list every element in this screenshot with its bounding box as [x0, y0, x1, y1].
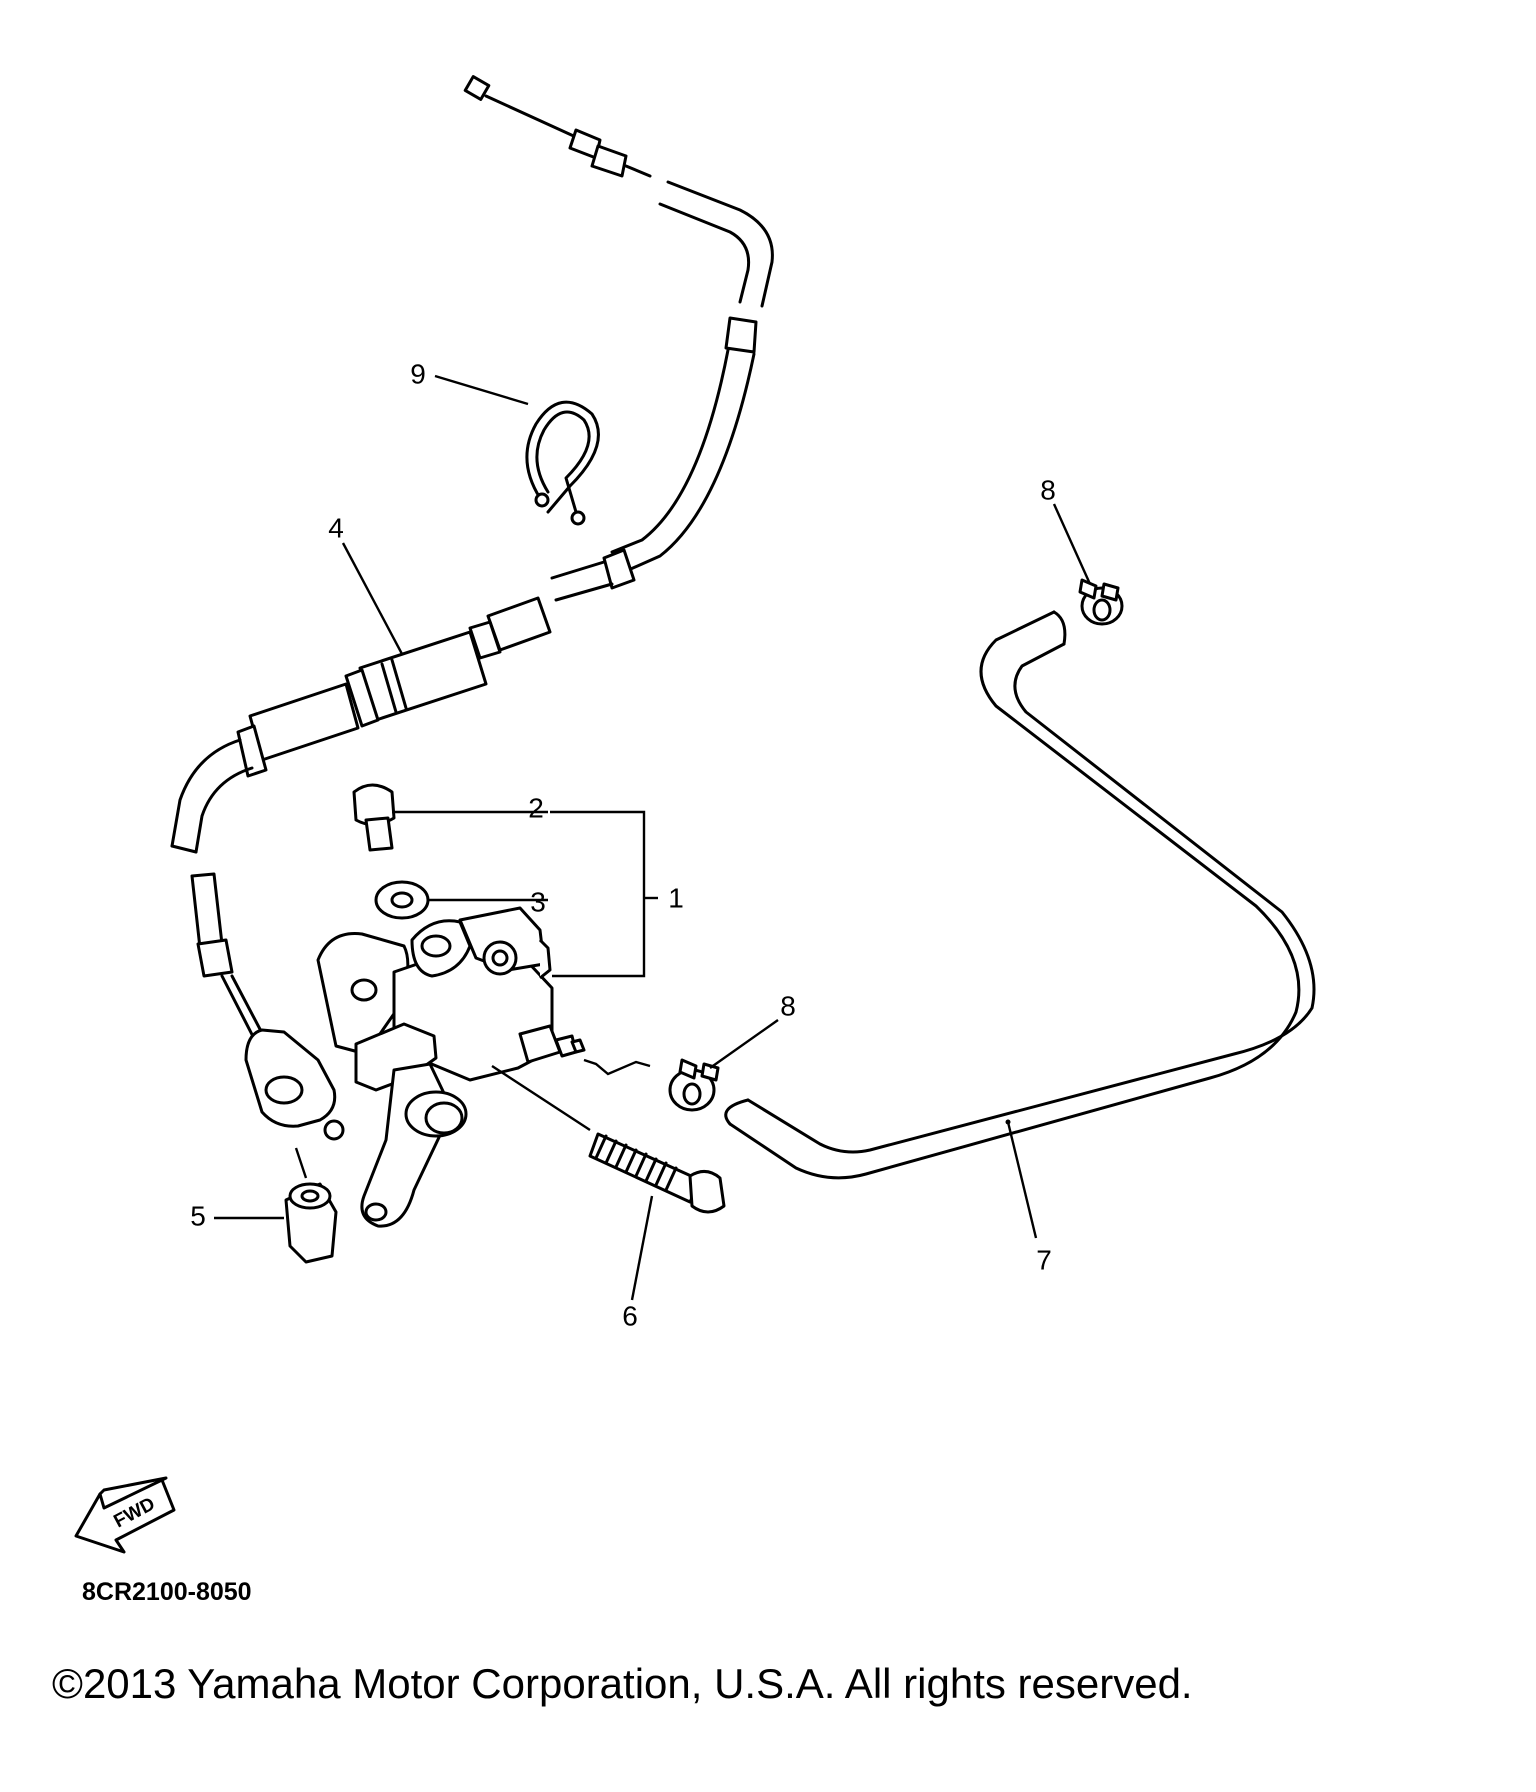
- cable-adjuster-barrel: [358, 630, 488, 722]
- pump-outlet-body: [518, 1024, 562, 1064]
- bleed-gasket-hole: [390, 891, 414, 909]
- diagram-code: 8CR2100-8050: [82, 1578, 252, 1606]
- hose-bottom-end: [724, 1098, 750, 1126]
- hose-clip-lower-tab-1: [678, 1058, 698, 1080]
- callout-9: 9: [410, 358, 426, 389]
- cable-wire-mid: [550, 560, 614, 602]
- cable-lower-adjuster: [190, 872, 224, 950]
- hose-clip-lower-bore: [682, 1082, 702, 1106]
- pump-outlet-nipple: [570, 1038, 586, 1054]
- mounting-bolt-shank: [588, 1132, 702, 1204]
- cable-band-end-left: [534, 492, 550, 508]
- pump-stud: [323, 1119, 345, 1141]
- callout-2: 2: [528, 792, 544, 823]
- cable-sheath-low-outer: [170, 738, 242, 848]
- callout-5: 5: [190, 1200, 206, 1231]
- callout-labels: 1 2 3 4 5 6 7 8 8 9: [190, 358, 1056, 1331]
- hose-clip-upper-bore: [1092, 598, 1112, 622]
- callout-1: 1: [668, 882, 684, 913]
- cable-sheath-low-inner: [194, 766, 254, 854]
- cable-top-stub: [624, 164, 652, 178]
- hose-clip-upper-tab-1: [1078, 578, 1098, 600]
- callout-3: 3: [530, 886, 546, 917]
- fwd-arrow: FWD: [74, 1476, 176, 1554]
- assembly-guide-lines: [294, 1058, 651, 1179]
- callout-leaders: [214, 374, 1092, 1301]
- callout-8-upper: 8: [1040, 474, 1056, 505]
- fwd-arrow-shape: [74, 1478, 176, 1554]
- hose-inner-edge: [746, 642, 1316, 1154]
- oil-pump-assembly[interactable]: [244, 906, 586, 1228]
- guide-nut-axis: [294, 1147, 308, 1179]
- leader-8b: [709, 1019, 779, 1069]
- pump-bleed-port: [420, 934, 452, 958]
- mounting-bolt[interactable]: [588, 1132, 726, 1214]
- cable-adjuster-collar: [468, 620, 502, 660]
- cable-sheath-top-outer: [666, 180, 774, 308]
- leader-4: [341, 542, 404, 655]
- oil-delivery-hose[interactable]: [724, 610, 1316, 1180]
- bleed-bolt[interactable]: [352, 783, 396, 852]
- cable-adjuster-groove-1: [380, 662, 398, 714]
- leader-6: [630, 1195, 654, 1301]
- leader-9: [434, 374, 529, 406]
- cable-inner-wire-top: [484, 94, 580, 140]
- callout-4: 4: [328, 512, 344, 543]
- cable-sheath-top-inner: [658, 202, 751, 304]
- leader-7: [1006, 1121, 1038, 1239]
- copyright-notice: ©2013 Yamaha Motor Corporation, U.S.A. A…: [52, 1660, 1193, 1707]
- cable-adjuster-groove-2: [390, 658, 408, 710]
- pump-lever-pivot-cap: [424, 1101, 464, 1135]
- cable-adjuster-body: [590, 144, 628, 178]
- cable-band[interactable]: [525, 400, 600, 526]
- hose-clip-upper[interactable]: [1078, 578, 1124, 626]
- mounting-bolt-head: [688, 1170, 726, 1214]
- pump-inlet-hole: [491, 949, 509, 967]
- bleed-gasket[interactable]: [374, 880, 430, 920]
- hose-clip-upper-tab-2: [1100, 582, 1120, 602]
- pump-plate-hole: [264, 1075, 304, 1105]
- cable-end-nipple: [463, 75, 491, 101]
- guide-bolt-axis: [491, 1064, 591, 1132]
- cable-sheath-ferrule: [724, 316, 758, 354]
- guide-outlet-to-clip: [583, 1058, 651, 1076]
- hose-clip-lower-tab-2: [700, 1062, 720, 1082]
- mounting-bolt-thread: [594, 1134, 678, 1192]
- cable-lower-ferrule: [236, 724, 268, 778]
- cable-sheath-mid-outer: [622, 352, 756, 574]
- nut-hole: [300, 1189, 320, 1203]
- hose-top-end: [1052, 610, 1067, 646]
- callout-7: 7: [1036, 1244, 1052, 1275]
- hose-outer-edge: [728, 610, 1301, 1180]
- callout-6: 6: [622, 1300, 638, 1331]
- cable-band-loop-outer: [525, 400, 600, 514]
- callout-8-lower: 8: [780, 990, 796, 1021]
- bleed-bolt-shank: [364, 816, 394, 852]
- cable-sheath-mid-ferrule: [602, 548, 636, 590]
- cable-lower-nut: [196, 938, 234, 978]
- hose-clip-lower[interactable]: [668, 1058, 720, 1112]
- leader-1-bracket: [550, 810, 646, 978]
- pump-cable[interactable]: [170, 75, 774, 1070]
- cable-lower-sleeve: [248, 682, 360, 762]
- nut[interactable]: [284, 1182, 338, 1264]
- fwd-arrow-depth: [98, 1476, 168, 1496]
- bleed-bolt-head: [352, 783, 396, 826]
- pump-side-screw: [538, 938, 552, 980]
- pump-flange-hole: [350, 978, 378, 1002]
- cable-band-end-right: [570, 510, 586, 526]
- leader-8a: [1052, 503, 1092, 585]
- cable-sheath-mid-inner: [610, 348, 730, 554]
- pump-lever-hole: [364, 1202, 388, 1222]
- cable-band-loop-inner: [535, 410, 591, 514]
- cable-sheath-low-end: [170, 844, 198, 854]
- cable-adjuster-locknut: [344, 668, 380, 728]
